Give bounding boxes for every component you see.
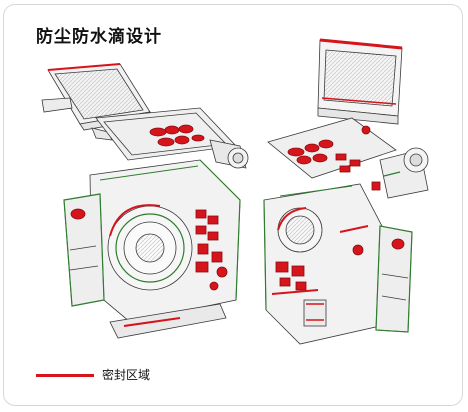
- figure-title: 防尘防水滴设计: [36, 27, 162, 47]
- camera-body-left: [89, 159, 241, 339]
- top-handle-left: [95, 107, 249, 169]
- camera-body-right: [263, 183, 385, 345]
- camera-front-view-icon: [41, 63, 249, 339]
- camera-rear-view-icon: [263, 38, 429, 345]
- lcd-screen-right: [317, 38, 403, 125]
- hand-grip-left: [63, 193, 105, 307]
- viewfinder-right: [371, 147, 429, 199]
- top-handle-right: [267, 117, 397, 179]
- seal-area-legend-label: 密封区域: [102, 368, 151, 382]
- seal-area-legend-swatch: [36, 374, 94, 377]
- hand-grip-right: [375, 225, 413, 333]
